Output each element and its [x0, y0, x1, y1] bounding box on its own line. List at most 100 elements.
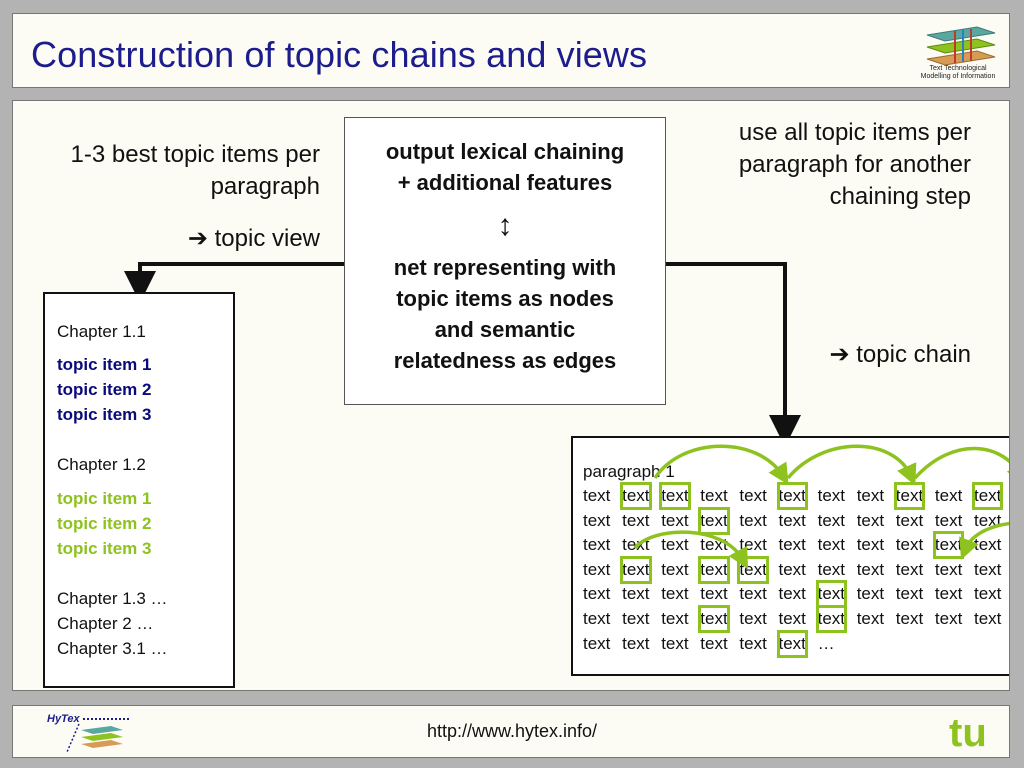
- text-word: text: [583, 609, 611, 628]
- text-word: text: [739, 510, 767, 530]
- topic-item-green-3: topic item 3: [57, 539, 152, 558]
- content-panel: 1-3 best topic items per paragraph ➔ top…: [12, 100, 1010, 691]
- footer-panel: HyTex http://www.hytex.info/ tu: [12, 705, 1010, 758]
- text-word: text: [817, 510, 845, 530]
- paragraph-heading: paragraph 1: [583, 462, 675, 481]
- footer-url-link[interactable]: http://www.hytex.info/: [426, 721, 598, 741]
- highlighted-word: text: [659, 482, 691, 510]
- chapter-1-3: Chapter 1.3 …: [57, 589, 168, 608]
- text-word: text: [856, 584, 885, 604]
- text-word: text: [739, 584, 767, 604]
- highlighted-word: text: [815, 580, 848, 609]
- text-word: text: [700, 535, 728, 555]
- text-word: text: [934, 486, 963, 505]
- text-word: text: [856, 609, 885, 628]
- text-word: text: [895, 510, 924, 530]
- chapter-1-1: Chapter 1.1: [57, 322, 146, 341]
- center-line-1: output lexical chaining: [385, 139, 625, 164]
- ttmi-logo-line2: Modelling of Information: [920, 73, 996, 80]
- text-word: text: [739, 633, 767, 653]
- text-word: text: [895, 609, 924, 628]
- hytex-logo-wordmark: HyTex: [47, 713, 80, 725]
- highlighted-word: text: [893, 482, 926, 510]
- text-word: text: [778, 559, 806, 579]
- highlighted-word: text: [698, 506, 730, 535]
- ttmi-logo-line1: Text Technological: [929, 65, 987, 72]
- center-line-4: topic items as nodes: [396, 286, 614, 311]
- header-panel: Construction of topic chains and views T…: [12, 13, 1010, 88]
- up-down-arrow-icon: ↕: [497, 209, 513, 242]
- text-word: text: [856, 510, 885, 530]
- text-word: text: [817, 535, 845, 555]
- topic-item-blue-1: topic item 1: [57, 355, 152, 374]
- arrow-to-topic-view: [124, 262, 344, 303]
- center-process-box: output lexical chaining + additional fea…: [344, 117, 666, 405]
- right-note: use all topic items per paragraph for an…: [738, 119, 971, 210]
- text-word: text: [661, 510, 689, 530]
- topic-item-blue-2: topic item 2: [57, 380, 152, 399]
- text-word: text: [817, 559, 845, 579]
- text-word: text: [974, 535, 1002, 555]
- center-line-3: net representing with: [393, 255, 617, 280]
- topic-item-blue-3: topic item 3: [57, 405, 152, 424]
- highlighted-word: text: [620, 555, 652, 584]
- arrow-to-topic-chain: [666, 262, 801, 447]
- topic-chain-label: ➔ topic chain: [829, 341, 971, 368]
- text-word: text: [974, 584, 1002, 604]
- text-word: text: [778, 510, 806, 530]
- chapter-3-1: Chapter 3.1 …: [57, 639, 168, 658]
- highlighted-word: text: [698, 555, 730, 584]
- center-line-5: and semantic: [434, 317, 576, 342]
- text-word: text: [622, 510, 650, 530]
- highlighted-word: text: [776, 629, 808, 658]
- text-word: text: [583, 633, 611, 653]
- text-word: text: [739, 535, 767, 555]
- highlighted-word: text: [971, 482, 1004, 510]
- text-trail: …: [817, 633, 835, 653]
- text-word: text: [974, 510, 1002, 530]
- slide-title: Construction of topic chains and views: [31, 34, 648, 75]
- highlighted-word: text: [698, 605, 730, 633]
- text-word: text: [856, 559, 885, 579]
- chain-arc-3: [913, 446, 1009, 486]
- text-word: text: [583, 486, 611, 505]
- topic-view-label: ➔ topic view: [187, 225, 320, 252]
- text-word: text: [934, 609, 963, 628]
- topic-item-green-2: topic item 2: [57, 514, 152, 533]
- text-word: text: [934, 584, 963, 604]
- text-word: text: [622, 535, 650, 555]
- text-word: text: [583, 510, 611, 530]
- center-line-6: relatedness as edges: [393, 348, 617, 373]
- text-word: text: [661, 584, 689, 604]
- text-word: text: [974, 609, 1002, 628]
- highlighted-word: text: [932, 531, 965, 560]
- text-word: text: [700, 486, 728, 505]
- text-word: text: [895, 584, 924, 604]
- text-word: text: [974, 559, 1002, 579]
- text-word: text: [622, 584, 650, 604]
- text-word: text: [934, 559, 963, 579]
- highlighted-word: text: [776, 482, 808, 510]
- topic-view-box: Chapter 1.1 topic item 1 topic item 2 to…: [43, 292, 235, 688]
- center-line-2: + additional features: [397, 170, 613, 195]
- text-word: text: [778, 584, 806, 604]
- highlighted-word: text: [815, 605, 848, 633]
- text-word: text: [661, 609, 689, 628]
- text-word: text: [739, 486, 767, 505]
- chapter-2: Chapter 2 …: [57, 614, 154, 633]
- chain-arc-2: [786, 444, 917, 486]
- text-word: text: [622, 609, 650, 628]
- text-word: text: [622, 633, 650, 653]
- text-word: text: [856, 535, 885, 555]
- text-word: text: [583, 535, 611, 555]
- text-word: text: [700, 633, 728, 653]
- text-word: text: [661, 633, 689, 653]
- text-word: text: [895, 559, 924, 579]
- text-word: text: [817, 486, 845, 505]
- highlighted-word: text: [620, 482, 652, 510]
- text-word: text: [934, 510, 963, 530]
- ttmi-logo-text: Text Technological Modelling of Informat…: [917, 65, 999, 81]
- hytex-logo-icon: HyTex: [47, 713, 131, 753]
- text-word: text: [895, 535, 924, 555]
